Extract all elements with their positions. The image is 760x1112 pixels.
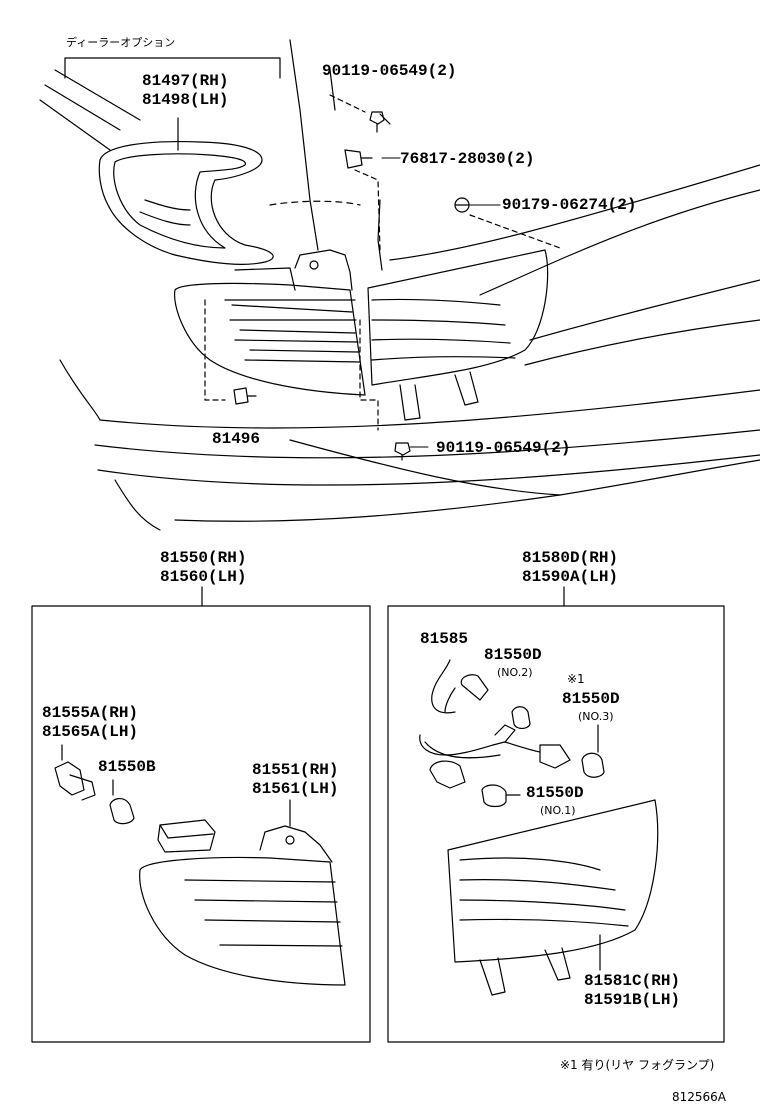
- label-81496: 81496: [212, 430, 261, 448]
- label-no3: (NO.3): [578, 710, 614, 723]
- socket-81496: [233, 387, 257, 405]
- label-90119-top: 90119-06549(2): [322, 62, 457, 80]
- vehicle-body-outline: [39, 39, 760, 531]
- label-81550d-no1: 81550D: [526, 784, 584, 802]
- label-76817: 76817-28030(2): [400, 150, 535, 168]
- label-81550d-no3: 81550D: [562, 690, 620, 708]
- box-81580d: [387, 586, 725, 1043]
- right-tail-lamp-top: [359, 249, 549, 431]
- lens-pad: [157, 819, 216, 853]
- dealer-option-bracket: [64, 57, 281, 79]
- box-81550: [31, 586, 371, 1043]
- leader-lines-top: [381, 157, 501, 448]
- bolt-90119-top: [329, 94, 391, 133]
- label-no1: (NO.1): [540, 804, 576, 817]
- label-81550: 81550(RH): [160, 549, 247, 567]
- label-81550b: 81550B: [98, 758, 156, 776]
- label-star1: ※1: [567, 672, 585, 686]
- label-81550d-no2: 81550D: [484, 646, 542, 664]
- bulb-81550b: [109, 779, 135, 825]
- nut-90179: [454, 197, 561, 249]
- bolt-90119-bottom: [394, 442, 411, 461]
- label-81591b: 81591B(LH): [584, 991, 681, 1009]
- bulb-81550d-no2: [511, 706, 531, 730]
- label-81590a: 81590A(LH): [522, 568, 619, 586]
- label-81551: 81551(RH): [252, 761, 339, 779]
- label-81561: 81561(LH): [252, 780, 339, 798]
- label-81555a: 81555A(RH): [42, 704, 139, 722]
- harness-81585: [419, 659, 571, 789]
- clip-76817: [344, 149, 381, 251]
- bulb-81550d-no1: [481, 784, 521, 808]
- label-81565a: 81565A(LH): [42, 723, 139, 741]
- bulb-81550d-no3: [581, 724, 605, 778]
- label-dealer-option: ディーラーオプション: [66, 36, 176, 49]
- socket-81555a: [54, 744, 96, 801]
- lamp-81581c: [447, 799, 659, 996]
- figure-id: 812566A: [672, 1090, 727, 1104]
- label-no2: (NO.2): [497, 666, 533, 679]
- garnish-81497: [98, 117, 274, 266]
- label-81585: 81585: [420, 630, 469, 648]
- footnote: ※1 有り(リヤ フォグランプ): [560, 1058, 715, 1072]
- label-90119-bottom: 90119-06549(2): [436, 439, 571, 457]
- label-81498: 81498(LH): [142, 91, 229, 109]
- label-90179: 90179-06274(2): [502, 196, 637, 214]
- left-tail-lamp-top: [173, 249, 366, 401]
- label-81580d: 81580D(RH): [522, 549, 619, 567]
- lamp-81551: [139, 799, 346, 986]
- label-81497: 81497(RH): [142, 72, 229, 90]
- label-81581c: 81581C(RH): [584, 972, 681, 990]
- label-81560: 81560(LH): [160, 568, 247, 586]
